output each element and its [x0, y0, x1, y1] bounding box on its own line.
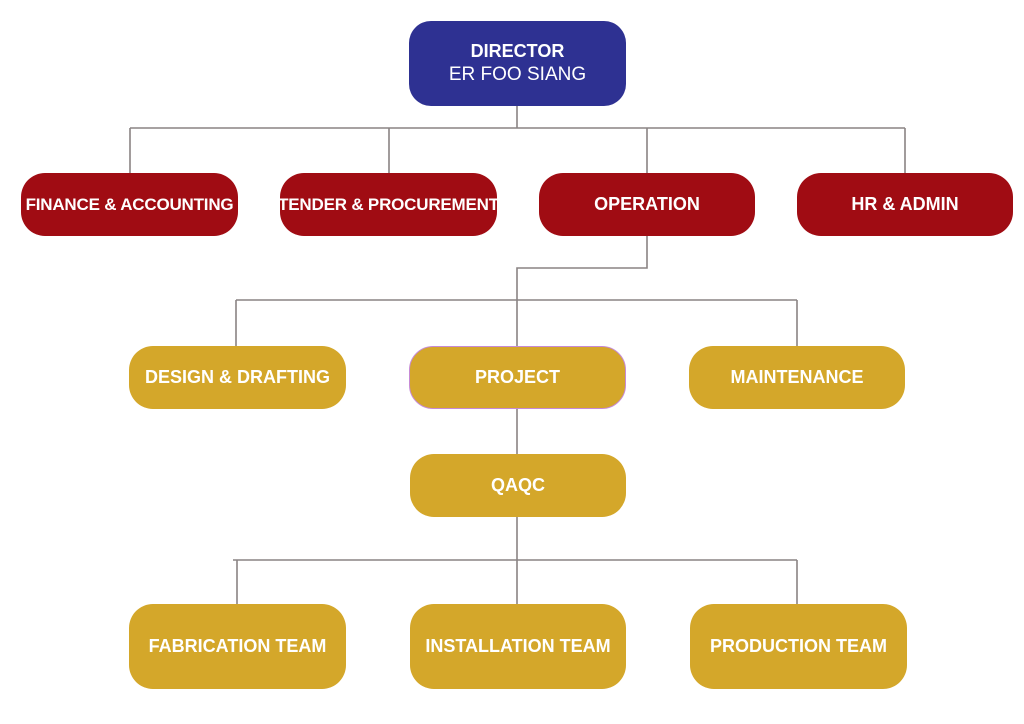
qaqc-label: QAQC — [491, 475, 545, 496]
director-title: DIRECTOR — [470, 41, 565, 62]
qaqc-node[interactable]: QAQC — [410, 454, 626, 517]
tender-procurement-label: TENDER & PROCUREMENT — [278, 194, 499, 214]
installation-team-node[interactable]: INSTALLATION TEAM — [410, 604, 626, 689]
production-team-label: PRODUCTION TEAM — [710, 636, 887, 657]
connector-operation-units — [235, 236, 798, 346]
project-node[interactable]: PROJECT — [409, 346, 626, 409]
connector-qaqc-teams — [233, 516, 798, 604]
hr-admin-label: HR & ADMIN — [851, 194, 959, 215]
maintenance-label: MAINTENANCE — [730, 367, 864, 388]
finance-accounting-node[interactable]: FINANCE & ACCOUNTING — [21, 173, 238, 236]
installation-team-label: INSTALLATION TEAM — [425, 636, 611, 657]
project-label: PROJECT — [474, 367, 561, 388]
director-name: ER FOO SIANG — [448, 63, 587, 85]
fabrication-team-node[interactable]: FABRICATION TEAM — [129, 604, 346, 689]
design-drafting-node[interactable]: DESIGN & DRAFTING — [129, 346, 346, 409]
finance-accounting-label: FINANCE & ACCOUNTING — [25, 194, 234, 214]
design-drafting-label: DESIGN & DRAFTING — [144, 367, 330, 388]
operation-label: OPERATION — [594, 194, 700, 215]
director-node[interactable]: DIRECTOR ER FOO SIANG — [409, 21, 626, 106]
hr-admin-node[interactable]: HR & ADMIN — [797, 173, 1013, 236]
fabrication-team-label: FABRICATION TEAM — [148, 636, 327, 657]
production-team-node[interactable]: PRODUCTION TEAM — [690, 604, 907, 689]
maintenance-node[interactable]: MAINTENANCE — [689, 346, 905, 409]
connector-director-departments — [129, 106, 906, 174]
operation-node[interactable]: OPERATION — [539, 173, 755, 236]
tender-procurement-node[interactable]: TENDER & PROCUREMENT — [278, 173, 499, 236]
